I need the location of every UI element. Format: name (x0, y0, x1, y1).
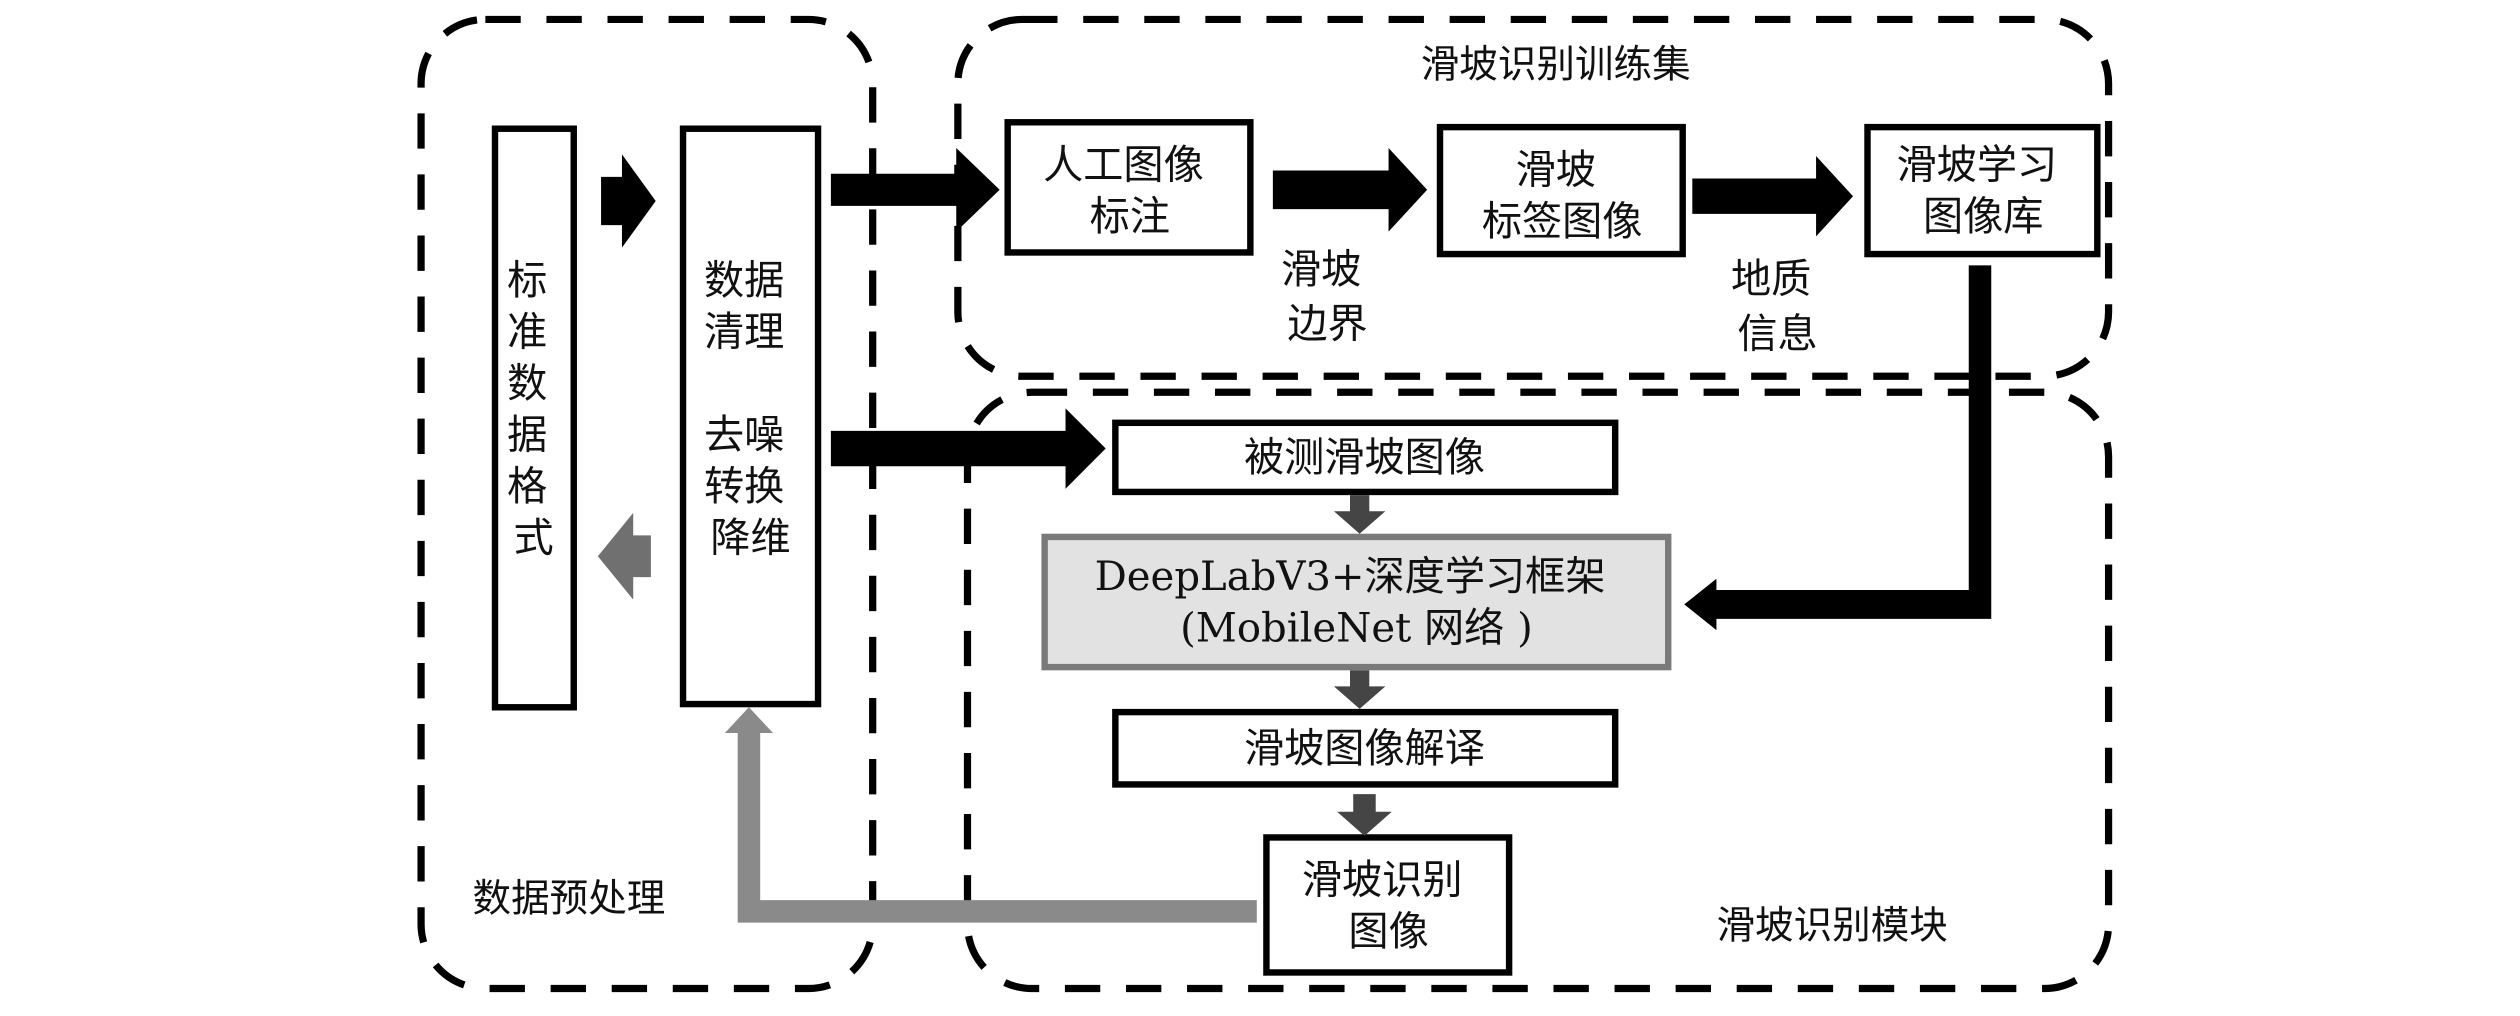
node-manual-annotation: 人工图像 标注 (1004, 119, 1254, 256)
node-data-cleaning-label: 数据 清理 去噪 转换 降维 (704, 258, 797, 561)
group-recognition-module-border (963, 388, 2113, 993)
node-learning-library-label: 滑坡学习 图像库 (1897, 143, 2070, 240)
arrow-interpretation-to-recognition (1337, 794, 1392, 836)
node-recognition-image-label: 滑坡识别 图像 (1302, 858, 1475, 955)
group-preprocessing-border (417, 15, 877, 993)
node-label-image-label: 滑坡 标签图像 (1482, 147, 1643, 244)
node-test-image-label: 被测滑坡图像 (1244, 435, 1485, 481)
group-training-set-label: 滑坡识别训练集 (1421, 42, 1691, 87)
node-deeplab-label: DeepLabV3+深度学习框架 (MobileNet 网络 ) (1095, 554, 1619, 651)
group-preprocessing-label: 数据预处理 (473, 876, 666, 921)
node-recognition-image: 滑坡识别 图像 (1263, 834, 1513, 976)
arrow-format-to-cleaning (601, 154, 656, 248)
arrow-cleaning-to-test-image (830, 408, 1106, 489)
node-test-image: 被测滑坡图像 (1112, 419, 1619, 496)
arrow-deeplab-to-interpretation (1333, 670, 1386, 709)
edge-label-landslide-boundary: 滑坡 边界 (1281, 247, 1374, 348)
node-standard-format: 标 准 数 据 格 式 (491, 125, 577, 711)
arrow-test-image-to-deeplab (1333, 495, 1386, 534)
arrow-label-image-to-library (1692, 156, 1854, 237)
group-recognition-module-label: 滑坡识别模块 (1716, 904, 1947, 949)
node-deeplab: DeepLabV3+深度学习框架 (MobileNet 网络 ) (1041, 533, 1672, 671)
node-interpretation: 滑坡图像解译 (1112, 708, 1619, 788)
node-label-image: 滑坡 标签图像 (1436, 123, 1686, 258)
library-to-deeplab-arrow (1684, 265, 1992, 631)
arrow-annotation-to-label-image (1272, 148, 1428, 232)
edge-label-geological-info: 地质 信息 (1731, 257, 1824, 358)
arrow-cleaning-to-format (597, 512, 651, 600)
node-learning-library: 滑坡学习 图像库 (1864, 123, 2101, 258)
node-standard-format-label: 标 准 数 据 格 式 (507, 258, 560, 561)
node-manual-annotation-label: 人工图像 标注 (1043, 143, 1216, 240)
feedback-arrow (724, 707, 1257, 923)
node-data-cleaning: 数据 清理 去噪 转换 降维 (679, 125, 822, 708)
arrow-cleaning-to-annotation (830, 148, 1000, 232)
node-interpretation-label: 滑坡图像解译 (1244, 726, 1485, 772)
